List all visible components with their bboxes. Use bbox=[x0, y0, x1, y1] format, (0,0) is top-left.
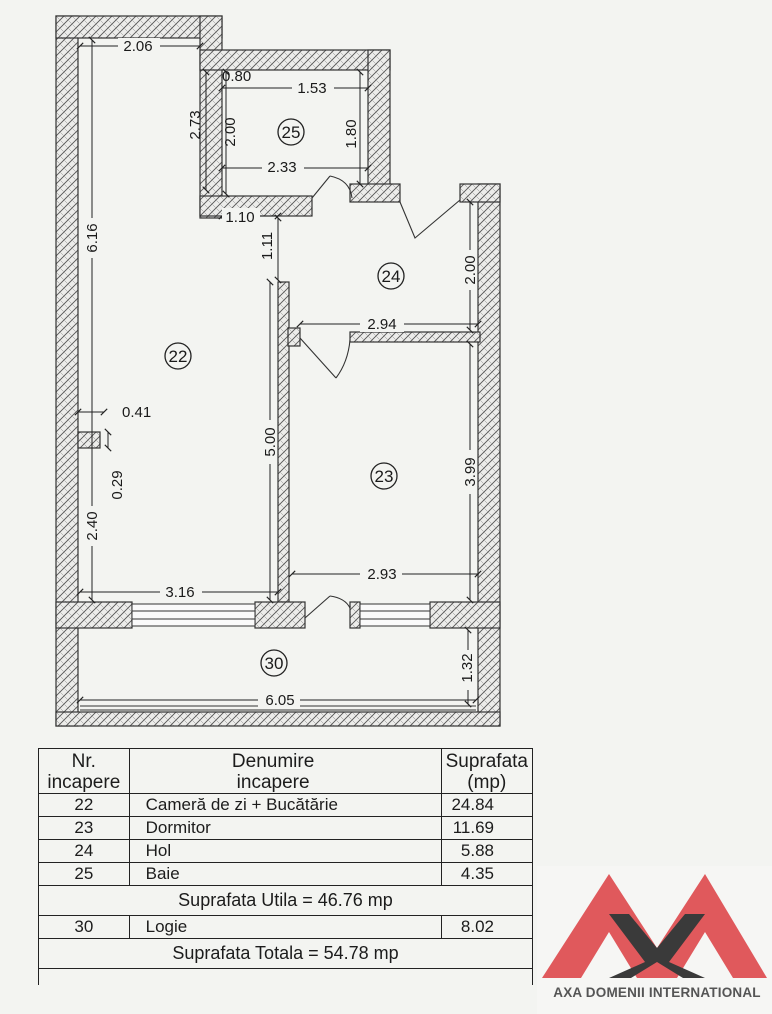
table-row: 25 Baie 4.35 bbox=[38, 862, 534, 886]
header-area: Suprafata(mp) bbox=[440, 748, 534, 794]
dim-partition-height: 5.00 bbox=[262, 427, 279, 456]
row-nr: 25 bbox=[38, 862, 130, 886]
company-logo: AXA DOMENII INTERNATIONAL bbox=[537, 866, 772, 1014]
room-number-22: 22 bbox=[169, 347, 188, 366]
total-area-row: Suprafata Totala = 54.78 mp bbox=[38, 938, 533, 969]
room-number-23: 23 bbox=[375, 467, 394, 486]
row-area: 11.69 bbox=[440, 816, 534, 840]
dim-bath-door-offset: 0.80 bbox=[222, 68, 251, 85]
logo-text: AXA DOMENII INTERNATIONAL bbox=[553, 985, 761, 1000]
header-name-line2: incapere bbox=[236, 772, 310, 793]
useful-area-total: Suprafata Utila = 46.76 mp bbox=[38, 885, 533, 916]
table-empty-row bbox=[38, 968, 533, 985]
header-area-line1: Suprafata bbox=[445, 751, 528, 772]
dim-niche-depth: 0.29 bbox=[109, 470, 126, 499]
dim-bedroom-height: 3.99 bbox=[462, 457, 479, 486]
dim-niche-width: 0.41 bbox=[122, 404, 151, 421]
dim-bath-left-height: 2.00 bbox=[222, 117, 239, 146]
windows bbox=[80, 603, 476, 711]
dim-bedroom-width: 2.93 bbox=[367, 566, 396, 583]
dim-loggia-width: 6.05 bbox=[265, 692, 294, 709]
header-nr: Nr.incapere bbox=[38, 748, 130, 794]
dim-loggia-depth: 1.32 bbox=[459, 653, 476, 682]
row-nr: 22 bbox=[38, 793, 130, 817]
row-name: Dormitor bbox=[128, 816, 442, 840]
dim-bath-width: 2.33 bbox=[267, 159, 296, 176]
door-swings bbox=[299, 175, 461, 619]
dim-hall-gap: 1.11 bbox=[259, 232, 276, 260]
table-row: 22 Cameră de zi + Bucătărie 24.84 bbox=[38, 793, 534, 817]
walls bbox=[55, 15, 501, 727]
dim-bath-outer-height: 2.73 bbox=[187, 110, 204, 139]
dim-lower-left-height: 2.40 bbox=[84, 511, 101, 540]
row-name: Hol bbox=[128, 839, 442, 863]
row-area: 24.84 bbox=[440, 793, 534, 817]
header-area-line2: (mp) bbox=[467, 772, 507, 793]
dim-bath-top: 1.53 bbox=[297, 80, 326, 97]
header-nr-line1: Nr. bbox=[71, 751, 96, 772]
table-row: 24 Hol 5.88 bbox=[38, 839, 534, 863]
header-nr-line2: incapere bbox=[47, 772, 121, 793]
room-number-30: 30 bbox=[265, 654, 284, 673]
dim-top-width: 2.06 bbox=[123, 38, 152, 55]
dim-hall-width: 2.94 bbox=[367, 316, 396, 333]
dim-bath-right-height: 1.80 bbox=[343, 119, 360, 148]
dimension-texts: 2.06 0.80 1.53 2.73 2.00 1.80 2.33 1.10 … bbox=[82, 38, 479, 709]
dim-bath-step: 1.10 bbox=[225, 209, 254, 226]
dim-living-height: 6.16 bbox=[84, 223, 101, 252]
row-nr: 30 bbox=[38, 915, 130, 939]
table-row: 30 Logie 8.02 bbox=[38, 915, 534, 939]
row-nr: 24 bbox=[38, 839, 130, 863]
useful-area-row: Suprafata Utila = 46.76 mp bbox=[38, 885, 533, 916]
room-number-25: 25 bbox=[282, 123, 301, 142]
dim-living-width: 3.16 bbox=[165, 584, 194, 601]
row-area: 4.35 bbox=[440, 862, 534, 886]
row-name: Baie bbox=[128, 862, 442, 886]
floor-plan: 2.06 0.80 1.53 2.73 2.00 1.80 2.33 1.10 … bbox=[55, 15, 501, 727]
row-area: 5.88 bbox=[440, 839, 534, 863]
header-name-line1: Denumire bbox=[231, 751, 315, 772]
total-area: Suprafata Totala = 54.78 mp bbox=[38, 938, 533, 969]
room-number-24: 24 bbox=[382, 267, 401, 286]
row-area: 8.02 bbox=[440, 915, 534, 939]
table-row: 23 Dormitor 11.69 bbox=[38, 816, 534, 840]
axa-logo-mark bbox=[542, 874, 767, 978]
dim-hall-height: 2.00 bbox=[462, 255, 479, 284]
row-name: Cameră de zi + Bucătărie bbox=[128, 793, 442, 817]
room-labels: 25 24 22 23 30 bbox=[164, 118, 405, 677]
row-nr: 23 bbox=[38, 816, 130, 840]
empty-cell bbox=[38, 968, 533, 985]
row-name: Logie bbox=[128, 915, 442, 939]
